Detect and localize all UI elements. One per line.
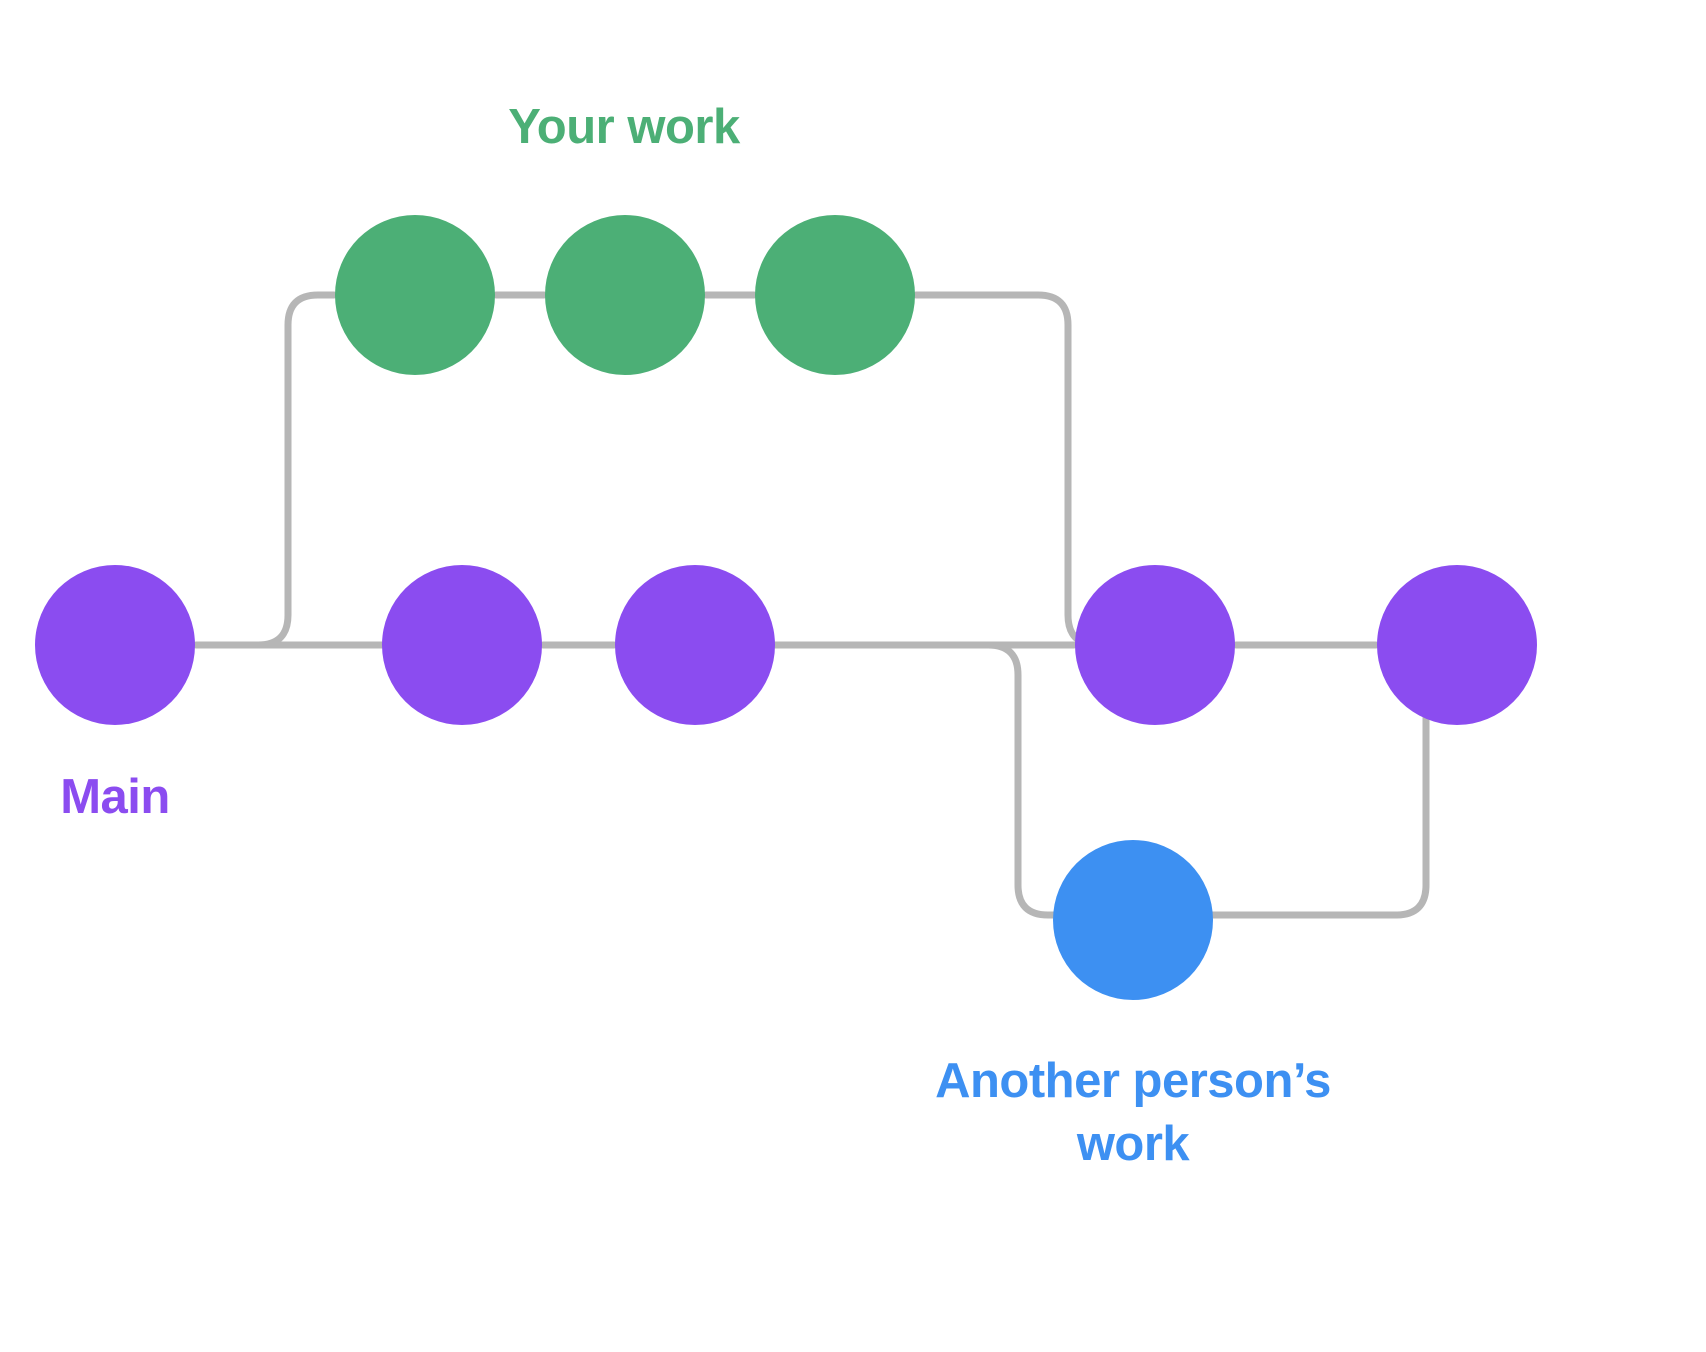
commit-node-your-work-1[interactable] bbox=[335, 215, 495, 375]
node-layer bbox=[35, 215, 1537, 1000]
edge-branch-up-to-your-work bbox=[221, 291, 338, 649]
branch-label-another-person-work: Another person’s work bbox=[935, 1054, 1331, 1171]
commit-node-your-work-2[interactable] bbox=[545, 215, 705, 375]
commit-node-main-5[interactable] bbox=[1377, 565, 1537, 725]
commit-node-main-1[interactable] bbox=[35, 565, 195, 725]
edge-merge-your-work-to-main bbox=[912, 291, 1112, 649]
commit-node-other-person-1[interactable] bbox=[1053, 840, 1213, 1000]
branch-label-main: Main bbox=[60, 770, 170, 824]
branch-label-your-work: Your work bbox=[508, 100, 740, 154]
edge-layer bbox=[192, 291, 1460, 919]
commit-node-main-2[interactable] bbox=[382, 565, 542, 725]
commit-node-your-work-3[interactable] bbox=[755, 215, 915, 375]
commit-node-main-3[interactable] bbox=[615, 565, 775, 725]
commit-node-main-4[interactable] bbox=[1075, 565, 1235, 725]
edge-branch-down-to-other-person bbox=[756, 641, 1066, 919]
